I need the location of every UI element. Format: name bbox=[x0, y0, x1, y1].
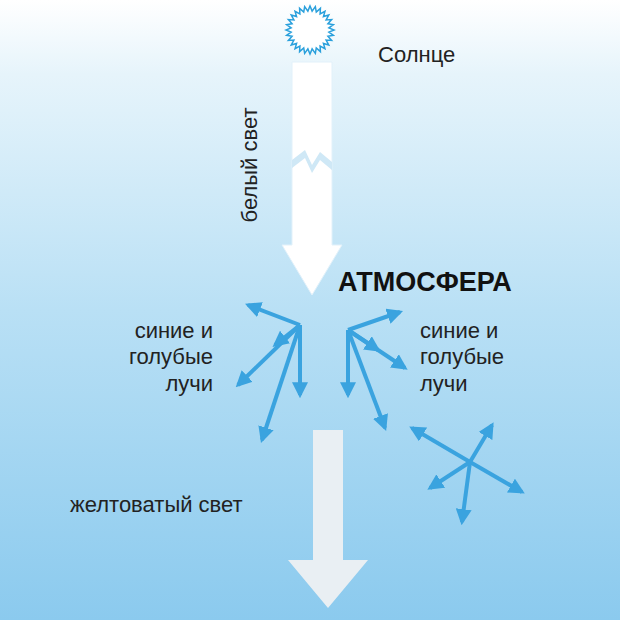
sun-icon bbox=[286, 6, 334, 54]
blue-ray-arrow bbox=[275, 325, 300, 345]
white-light-arrow bbox=[282, 62, 342, 295]
atmosphere-title: АТМОСФЕРА bbox=[338, 266, 512, 298]
blue-ray-arrow bbox=[462, 462, 470, 522]
blue-ray-arrow bbox=[470, 462, 522, 492]
blue-ray-arrow bbox=[348, 312, 400, 330]
yellowish-light-arrow bbox=[288, 430, 368, 608]
blue-ray-arrow bbox=[248, 305, 300, 325]
blue-ray-arrow bbox=[346, 330, 350, 395]
blue-ray-arrow bbox=[412, 428, 470, 462]
blue-ray-arrow bbox=[470, 425, 492, 462]
blue-ray-arrow bbox=[298, 325, 302, 395]
blue-ray-arrow bbox=[348, 330, 378, 350]
scatter-label: синие и голубые лучи bbox=[420, 318, 528, 397]
white-light-label: белый свет bbox=[237, 108, 263, 223]
blue-ray-arrow bbox=[262, 325, 300, 440]
scatter-label: синие и голубые лучи bbox=[105, 318, 213, 397]
yellowish-light-label: желтоватый свет bbox=[70, 492, 243, 518]
sun-outline bbox=[286, 6, 334, 54]
sun-label: Солнце bbox=[378, 42, 455, 68]
arrow-break bbox=[292, 150, 332, 173]
blue-ray-arrow bbox=[430, 462, 470, 488]
blue-ray-arrow bbox=[348, 330, 385, 428]
